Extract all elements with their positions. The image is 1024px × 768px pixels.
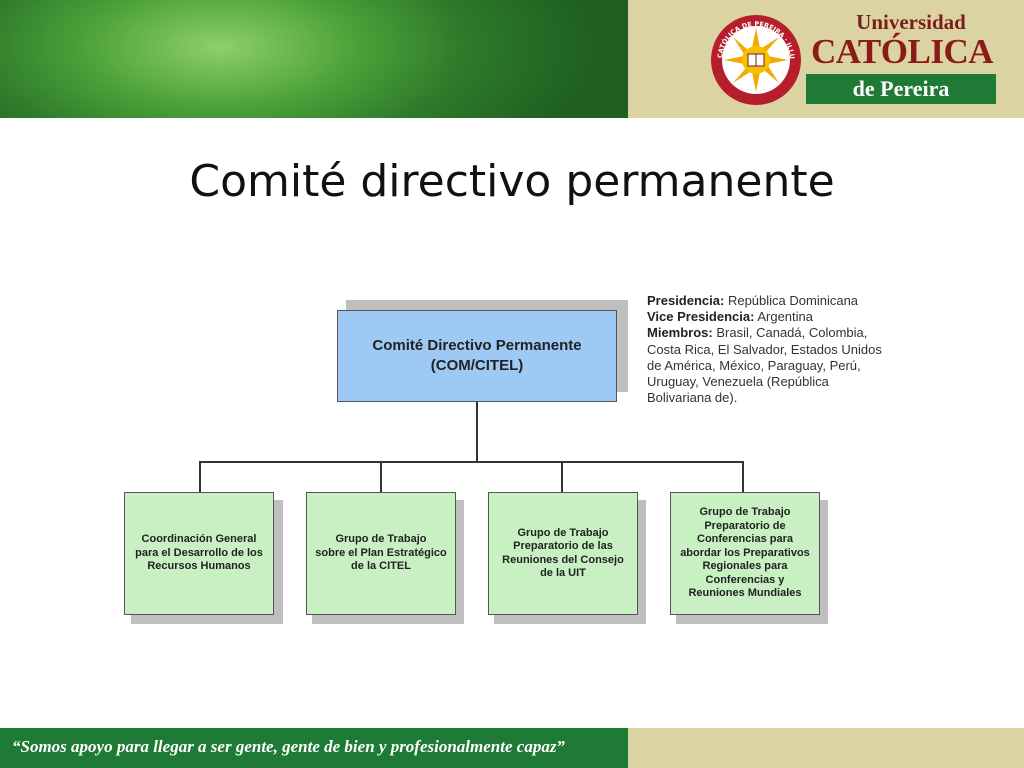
child-2-line: de la CITEL — [351, 560, 411, 573]
miembros-value: Costa Rica, El Salvador, Estados Unidos — [647, 341, 882, 357]
child-box-4: Grupo de Trabajo Preparatorio de Confere… — [670, 492, 820, 615]
page-title: Comité directivo permanente — [189, 156, 835, 207]
brand-de-pereira: de Pereira — [806, 74, 996, 104]
connector-drop-4 — [742, 461, 744, 492]
child-1-line: para el Desarrollo de los — [135, 546, 263, 559]
membership-info: Presidencia: República Dominicana Vice P… — [647, 293, 917, 406]
brand-universidad: Universidad — [856, 10, 966, 34]
header-green-panel — [0, 0, 628, 118]
vice-presidencia-label: Vice Presidencia: — [647, 309, 755, 325]
child-2-line: Grupo de Trabajo — [335, 533, 427, 546]
child-box-2: Grupo de Trabajo sobre el Plan Estratégi… — [306, 492, 456, 615]
child-1-line: Recursos Humanos — [147, 560, 251, 573]
child-4-line: Conferencias y — [705, 573, 785, 586]
child-box-3: Grupo de Trabajo Preparatorio de las Reu… — [488, 492, 638, 615]
miembros-label: Miembros: — [647, 325, 713, 341]
child-1-line: Coordinación General — [141, 533, 257, 546]
child-3-line: Reuniones del Consejo — [502, 553, 624, 566]
connector-drop-1 — [199, 461, 201, 492]
miembros-value: Uruguay, Venezuela (República — [647, 374, 829, 390]
presidencia-value: República Dominicana — [727, 293, 859, 308]
child-3-line: de la UIT — [540, 567, 586, 579]
connector-drop-3 — [561, 461, 563, 492]
miembros-value: Bolivariana de). — [647, 390, 738, 406]
footer-motto: “Somos apoyo para llegar a ser gente, ge… — [12, 737, 565, 756]
miembros-value: de América, México, Paraguay, Perú, — [647, 357, 861, 373]
brand-catolica: CATÓLICA — [810, 32, 994, 71]
footer-beige-bar — [628, 728, 1024, 768]
presidencia-label: Presidencia: — [647, 293, 725, 308]
child-4-line: Reuniones Mundiales — [688, 587, 802, 600]
child-box-1: Coordinación General para el Desarrollo … — [124, 492, 274, 615]
child-3-line: Grupo de Trabajo — [517, 526, 609, 539]
miembros-value: Brasil, Canadá, Colombia, — [716, 325, 868, 341]
vice-presidencia-value: Argentina — [757, 309, 813, 325]
top-box-line-2: (COM/CITEL) — [430, 357, 524, 374]
child-4-line: Conferencias para — [697, 533, 793, 546]
child-3-line: Preparatorio de las — [513, 540, 613, 552]
child-4-line: Preparatorio de — [704, 519, 786, 532]
child-4-line: Regionales para — [702, 560, 788, 573]
connector-horizontal — [199, 461, 744, 463]
university-seal-icon: UNIVERSIDAD CATÓLICA DE PEREIRA · ILLUMI… — [710, 14, 801, 105]
child-4-line: abordar los Preparativos — [680, 546, 810, 559]
top-box-comite-directivo: Comité Directivo Permanente (COM/CITEL) — [337, 310, 617, 402]
child-4-line: Grupo de Trabajo — [699, 506, 791, 519]
top-box-line-1: Comité Directivo Permanente — [372, 337, 582, 354]
header-banner: UNIVERSIDAD CATÓLICA DE PEREIRA · ILLUMI… — [0, 0, 1024, 118]
footer-green-bar — [0, 728, 628, 768]
child-2-line: sobre el Plan Estratégico — [315, 546, 447, 559]
connector-vertical-main — [476, 402, 478, 462]
connector-drop-2 — [380, 461, 382, 492]
